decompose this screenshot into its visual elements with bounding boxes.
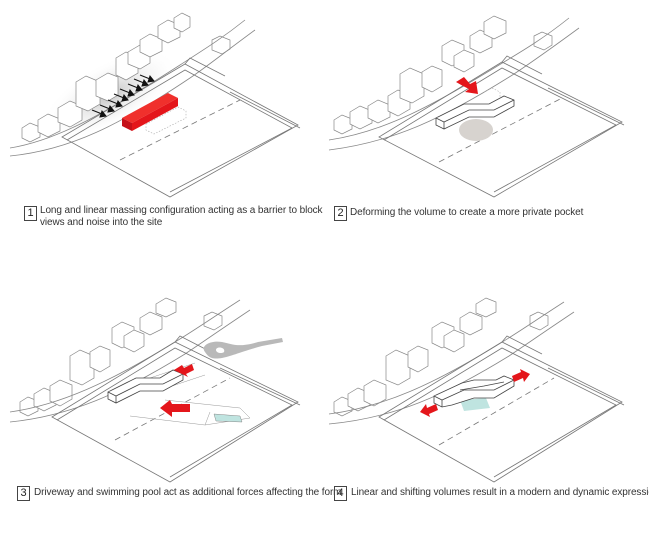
caption-line: Long and linear massing configuration ac… bbox=[40, 205, 323, 216]
diagram-panel-1: 1 Long and linear massing configuration … bbox=[0, 0, 325, 255]
caption-line: Linear and shifting volumes result in a … bbox=[351, 487, 649, 498]
caption-line: Deforming the volume to create a more pr… bbox=[350, 207, 584, 218]
noise-arrows bbox=[91, 74, 155, 118]
diagram-2-drawing bbox=[328, 15, 625, 198]
diagram-panel-4: 4 Linear and shifting volumes result in … bbox=[324, 290, 649, 545]
diagram-panel-2: 2 Deforming the volume to create a more … bbox=[324, 0, 649, 255]
deformed-volume bbox=[435, 95, 515, 130]
panel-caption: Deforming the volume to create a more pr… bbox=[350, 207, 583, 219]
red-expansion-arrow-left bbox=[420, 404, 438, 417]
panel-caption: Linear and shifting volumes result in a … bbox=[351, 487, 649, 499]
caption-line: Driveway and swimming pool act as additi… bbox=[34, 487, 342, 498]
neighbourhood-buildings bbox=[333, 297, 549, 417]
diagram-4-drawing bbox=[328, 297, 625, 483]
diagram-1-drawing bbox=[9, 12, 301, 198]
red-force-arrow-pool bbox=[160, 400, 190, 417]
swimming-pool bbox=[213, 413, 243, 423]
caption-line: views and noise into the site bbox=[40, 217, 163, 228]
private-pocket bbox=[459, 119, 493, 141]
site-boundary bbox=[378, 335, 625, 483]
swimming-pool bbox=[460, 398, 490, 411]
neighbourhood-buildings bbox=[19, 297, 223, 417]
driveway bbox=[203, 338, 283, 359]
pool-lane bbox=[129, 399, 251, 426]
road bbox=[9, 19, 256, 157]
shifted-volumes bbox=[433, 375, 515, 408]
red-force-arrow-driveway bbox=[174, 364, 194, 377]
panel-caption: Long and linear massing configuration ac… bbox=[40, 205, 330, 229]
red-expansion-arrow-right bbox=[512, 369, 530, 382]
road bbox=[328, 17, 580, 151]
deformed-volume bbox=[107, 369, 184, 404]
panel-number-badge: 3 bbox=[17, 486, 30, 501]
panel-number-badge: 4 bbox=[334, 486, 347, 501]
neighbourhood-buildings bbox=[333, 15, 553, 135]
site-boundary bbox=[378, 55, 625, 198]
diagram-3-drawing bbox=[9, 297, 301, 483]
panel-number-badge: 1 bbox=[24, 206, 37, 221]
panel-caption: Driveway and swimming pool act as additi… bbox=[34, 487, 342, 499]
diagram-panel-3: 3 Driveway and swimming pool act as addi… bbox=[0, 290, 342, 545]
panel-number-badge: 2 bbox=[334, 206, 347, 221]
site-boundary bbox=[61, 57, 301, 198]
red-linear-volume bbox=[122, 93, 187, 135]
red-push-arrow bbox=[456, 77, 478, 94]
original-volume-outline bbox=[483, 87, 501, 98]
neighbourhood-buildings bbox=[21, 12, 231, 143]
